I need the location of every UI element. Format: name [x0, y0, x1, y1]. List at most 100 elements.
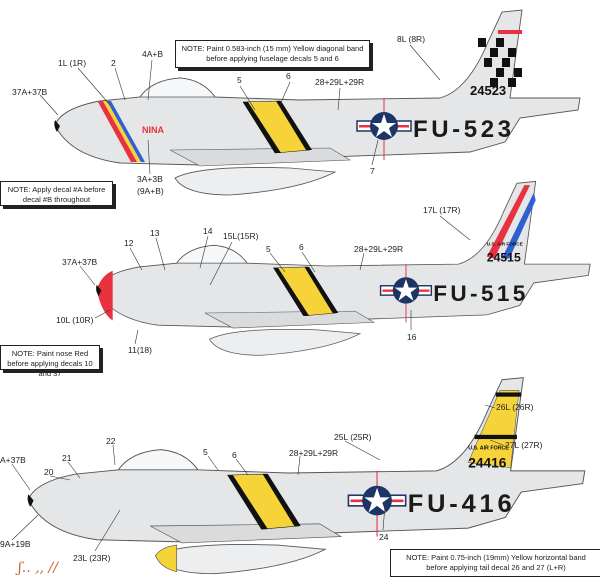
callout-6: 6 [232, 450, 237, 460]
callout-leader-line [382, 504, 386, 531]
callout-5: 5 [266, 244, 271, 254]
callout-leader-line [371, 139, 379, 166]
canopy [139, 77, 216, 98]
note-paint-nose-red: NOTE: Paint nose Red before applying dec… [0, 345, 100, 378]
tail-serial-number: 24416 [468, 456, 507, 471]
callout-26: 26L (26R) [496, 402, 534, 412]
callout-28-29: 28+29L+29R [315, 77, 365, 87]
callout-leader-line [94, 309, 111, 319]
callout-10: 10L (10R) [56, 315, 94, 325]
callout-16: 16 [407, 332, 417, 342]
callout-6: 6 [286, 71, 291, 81]
callout-9: (9A+B) [137, 186, 164, 196]
black-band-stripe-5 [273, 267, 310, 316]
tail-checker-square [478, 38, 486, 47]
tail-yellow [467, 390, 520, 468]
callout-leader-line [49, 475, 71, 481]
tail-serial-number: 24515 [487, 250, 521, 264]
nose-stripe-yellow [103, 101, 141, 162]
callout-15: 15L(15R) [223, 231, 259, 241]
callout-leader-line [344, 440, 381, 461]
note-yellow-diagonal-band: NOTE: Paint 0.583-inch (15 mm) Yellow di… [175, 40, 370, 68]
canopy [117, 449, 199, 471]
callout-27: 27L (27R) [505, 440, 543, 450]
wing [150, 523, 343, 544]
callout-23: 23L (23R) [73, 553, 111, 563]
callout-leader-line [209, 241, 233, 286]
callout-7: 7 [370, 166, 375, 176]
black-band-stripe-6 [276, 101, 312, 150]
callout-leader-line [409, 44, 441, 81]
callout-leader-line [11, 514, 39, 541]
tail-checker-square [508, 48, 516, 57]
nose-intake-lip [96, 284, 102, 297]
callout-leader-line [147, 59, 153, 101]
callout-22: 22 [106, 436, 116, 446]
callout-leader-line [239, 85, 256, 111]
wing [169, 147, 352, 167]
nose-intake-lip [27, 494, 34, 507]
callout-6: 6 [299, 242, 304, 252]
callout-leader-line [489, 439, 504, 446]
callout-2: 2 [111, 58, 116, 68]
drop-tank [208, 329, 362, 356]
tail-stripe-red [486, 185, 531, 259]
tail-checker-square [496, 38, 504, 47]
tail-checker-square [496, 68, 504, 77]
tail-checker-square [490, 48, 498, 57]
callout-leader-line [77, 67, 111, 106]
callout-leader-line [199, 235, 209, 269]
drop-tank [154, 544, 327, 575]
callout-37: A+37B [0, 455, 26, 465]
callout-37: 37A+37B [12, 87, 48, 97]
callout-13: 13 [150, 228, 160, 238]
callout-leader-line [147, 139, 151, 175]
callout-leader-line [112, 444, 116, 466]
callout-leader-line [134, 329, 139, 345]
callout-14: 14 [203, 226, 213, 236]
tail-black-band-26 [495, 392, 522, 397]
callout-8: 8L (8R) [397, 34, 426, 44]
callout-leader-line [94, 509, 121, 552]
tail-checker-square [502, 58, 510, 67]
nose-art-name: NINA [142, 125, 164, 135]
canopy [175, 244, 248, 264]
callout-5: 5 [203, 447, 208, 457]
callout-28-29: 28+29L+29R [354, 244, 404, 254]
callout-leader-line [114, 67, 126, 101]
callout-leader-line [359, 252, 365, 271]
nose-intake-lip [54, 120, 60, 132]
callout-21: 21 [62, 453, 72, 463]
drop-tank-yellow-nose [155, 544, 178, 572]
callout-24: 24 [379, 532, 389, 542]
red-nose [96, 270, 113, 321]
tail-black-band-27 [474, 434, 517, 440]
nose-stripe-blue [107, 101, 145, 162]
tail-checker-square [514, 68, 522, 77]
callout-leader-line [337, 87, 341, 111]
tail-serial-number: 24523 [470, 83, 506, 98]
insignia-star [372, 114, 396, 137]
callout-19: 9A+19B [0, 539, 31, 549]
tail-usaf-text: U.S. AIR FORCE [487, 241, 523, 246]
tail-stripe-blue [501, 192, 536, 259]
callout-leader-line [269, 252, 286, 273]
callout-leader-line [297, 455, 301, 476]
callout-3: 3A+3B [137, 174, 163, 184]
callout-leader-line [279, 81, 291, 106]
callout-37: 37A+37B [62, 257, 98, 267]
callout-4: 4A+B [142, 49, 164, 59]
nose-stripe-red [98, 101, 137, 162]
callout-1: 1L (1R) [58, 58, 87, 68]
note-decal-order: NOTE: Apply decal #A before decal #B thr… [0, 181, 113, 206]
callout-17: 17L (17R) [423, 205, 461, 215]
wing [204, 310, 375, 329]
callout-leader-line [439, 215, 471, 241]
note-yellow-horizontal-band: NOTE: Paint 0.75-inch (19mm) Yellow hori… [390, 549, 600, 577]
tail-checker-square [484, 58, 492, 67]
black-band-stripe-6 [262, 474, 301, 526]
